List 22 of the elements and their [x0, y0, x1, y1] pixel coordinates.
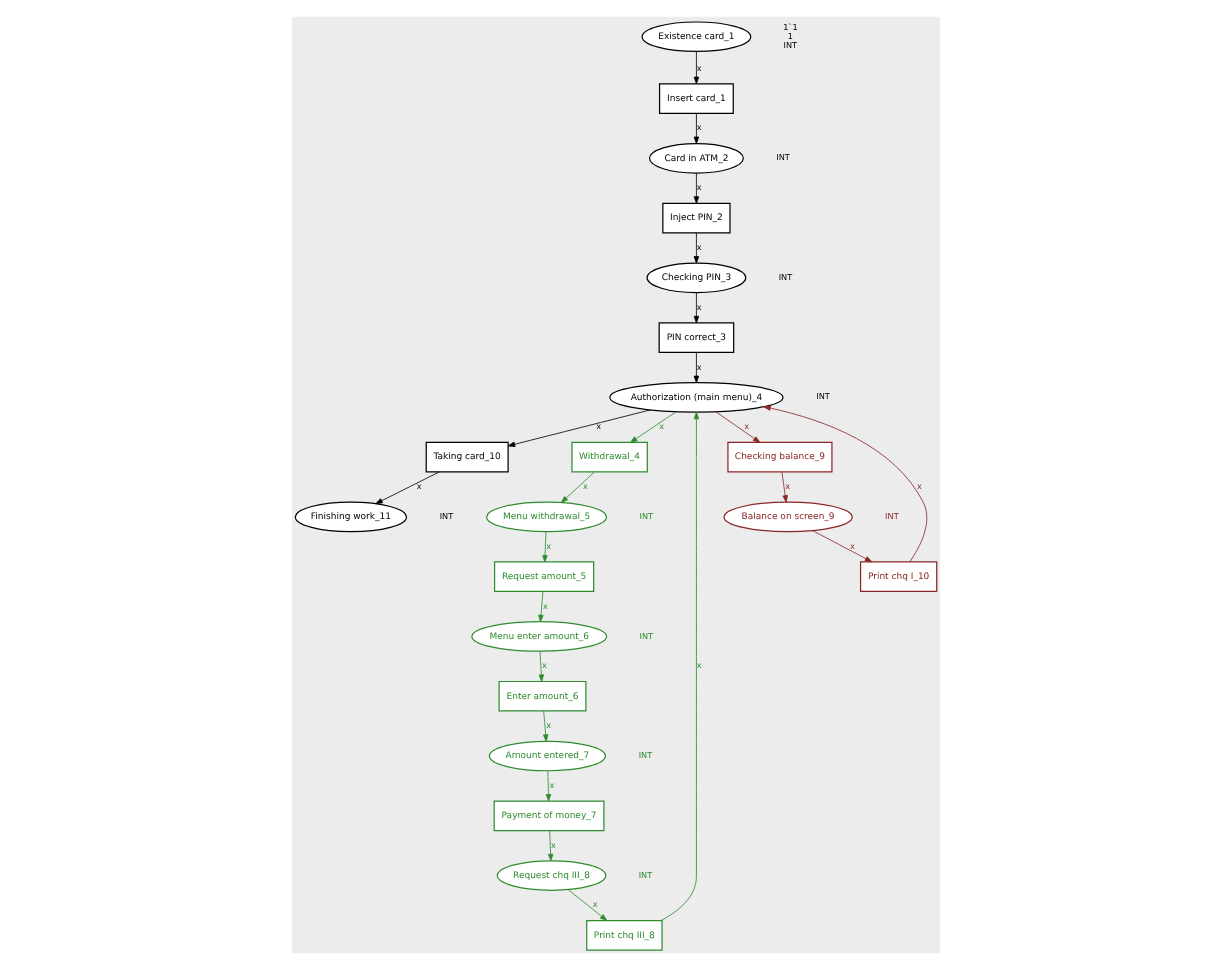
- arrow: [537, 650, 544, 682]
- arrow: [780, 471, 787, 503]
- arrow: [692, 352, 699, 384]
- arrow: [692, 51, 699, 85]
- arrow: [542, 710, 548, 742]
- arrow: [537, 591, 543, 623]
- arrow: [714, 411, 760, 443]
- arrow: [541, 531, 547, 563]
- arrow: [546, 830, 553, 862]
- arrow: [544, 770, 551, 802]
- arrow: [762, 405, 927, 563]
- arrow: [692, 232, 699, 264]
- arrow: [811, 530, 872, 563]
- arrow: [567, 889, 607, 921]
- arrow: [506, 409, 650, 447]
- arrow: [559, 471, 594, 503]
- arrow: [692, 113, 699, 144]
- arrow: [629, 411, 676, 443]
- arrow: [692, 172, 699, 204]
- arrow: [374, 471, 439, 505]
- arrow: [692, 292, 699, 324]
- arrow: [659, 411, 699, 921]
